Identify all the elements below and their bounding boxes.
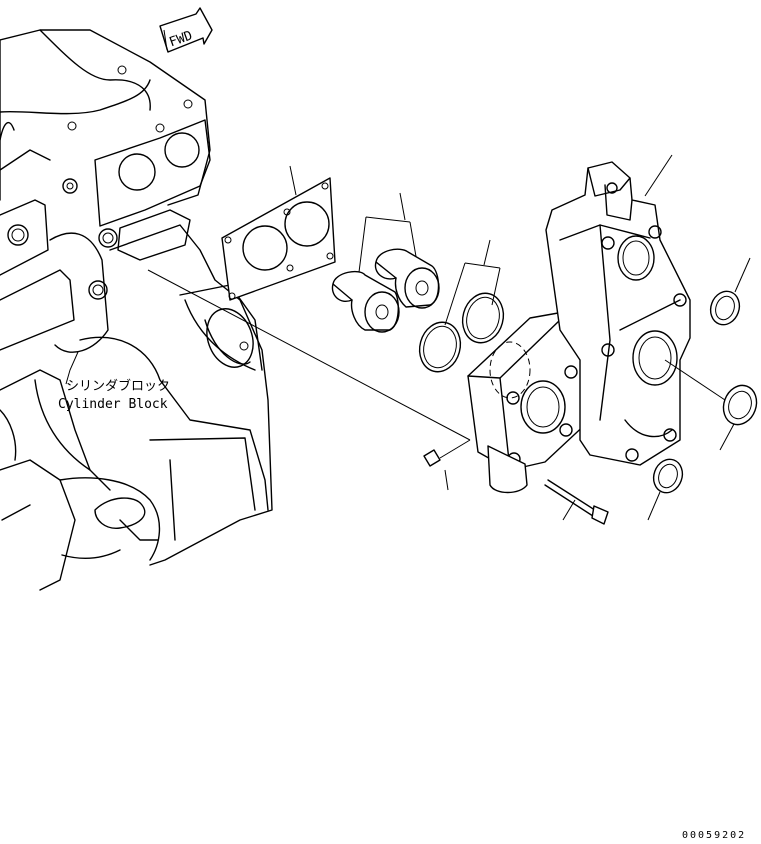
assembly-lines bbox=[147, 269, 726, 521]
plug-seals bbox=[647, 257, 758, 521]
cylinder-block-label-jp: シリンダブロック bbox=[66, 378, 170, 394]
o-ring-pair bbox=[418, 239, 505, 373]
cylinder-block-label-en: Cylinder Block bbox=[58, 397, 168, 412]
cylinder-block: シリンダブロック Cylinder Block bbox=[0, 29, 273, 591]
fwd-arrow: FWD bbox=[159, 7, 213, 53]
gasket bbox=[221, 165, 336, 301]
thermostat-housing bbox=[423, 309, 609, 525]
thermostat-pair bbox=[331, 192, 440, 333]
drawing-id: 00059202 bbox=[682, 830, 746, 841]
water-pump-housing bbox=[545, 154, 691, 466]
